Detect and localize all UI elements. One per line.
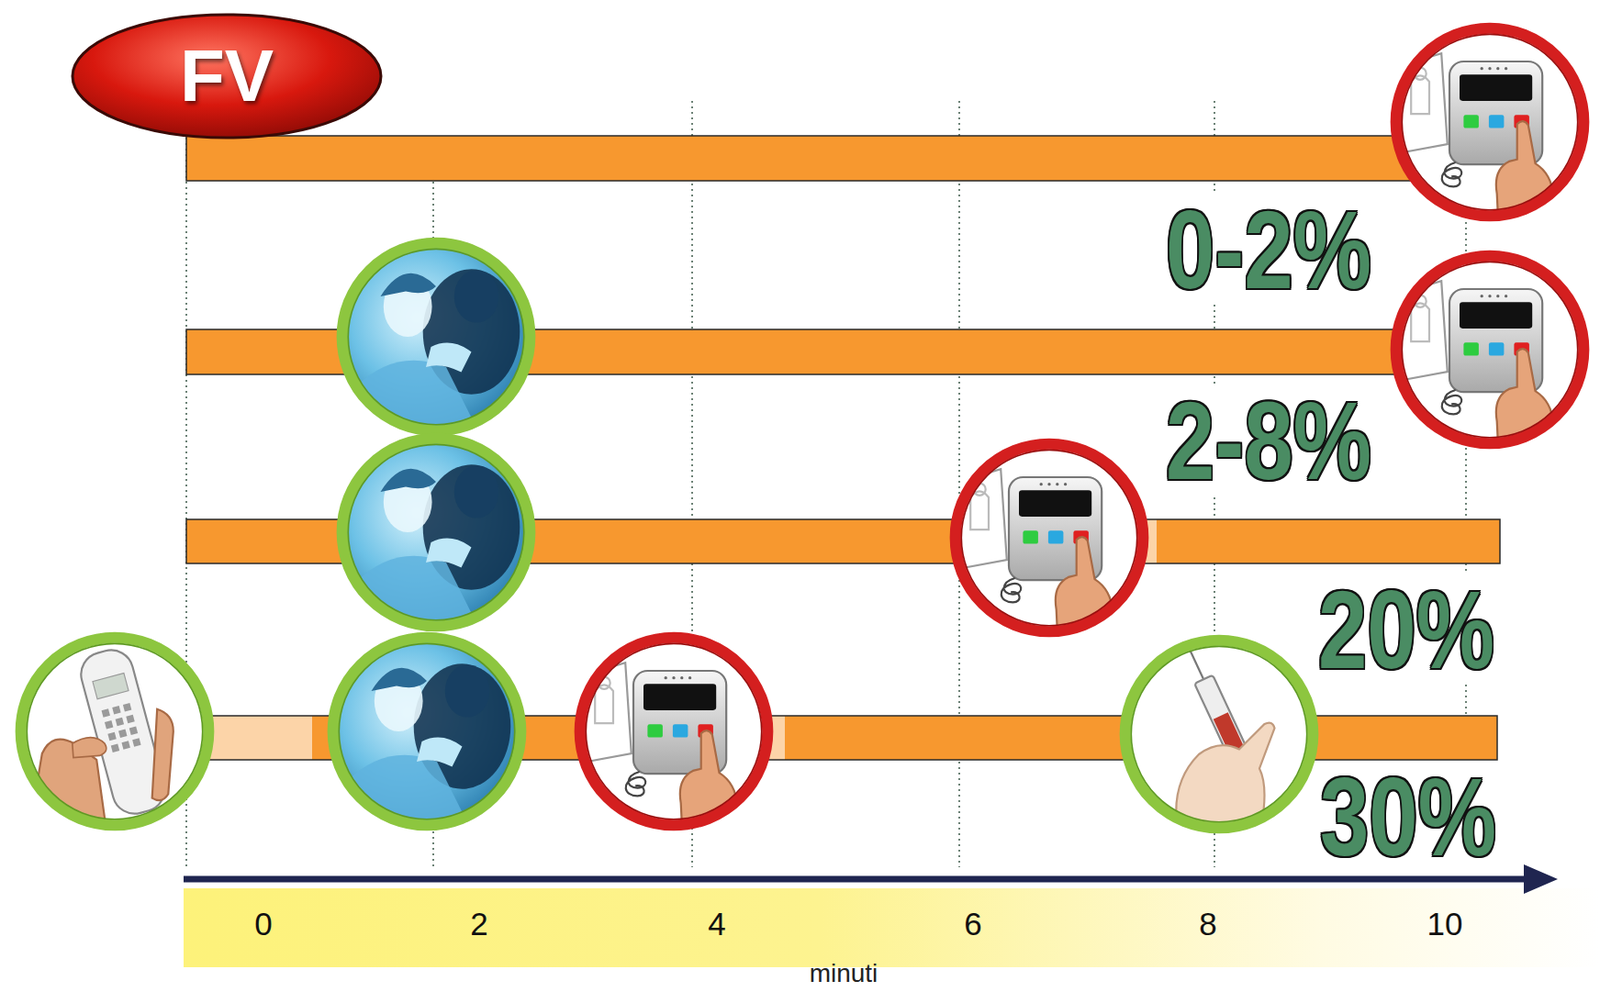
illustration-part xyxy=(186,135,1472,181)
axis-tick: 6 xyxy=(963,907,982,940)
aed-icon xyxy=(1394,254,1587,465)
axis-title: minuti xyxy=(809,961,879,987)
cpr-icon xyxy=(331,636,524,828)
illustration-part xyxy=(183,876,1529,884)
ellipse-fill xyxy=(72,14,381,138)
survival-percent: 20% xyxy=(1315,574,1499,685)
cpr-icon xyxy=(340,241,533,434)
time-band xyxy=(183,888,1600,968)
label-ellipse: FV xyxy=(69,11,384,141)
syringe-icon xyxy=(1123,638,1316,837)
phone-icon xyxy=(19,636,212,834)
aed-icon xyxy=(953,442,1146,653)
aed-icon xyxy=(1394,26,1587,237)
illustration-part xyxy=(1310,716,1498,761)
axis-tick: 2 xyxy=(469,907,488,940)
survival-percent: 0-2% xyxy=(1163,194,1376,305)
aed-icon xyxy=(578,636,771,847)
axis-tick: 8 xyxy=(1198,907,1217,940)
cpr-icon xyxy=(340,436,533,629)
illustration-part xyxy=(186,135,1472,181)
axis-tick: 0 xyxy=(254,907,272,940)
illustration-part xyxy=(1310,716,1498,761)
survival-percent: 30% xyxy=(1317,761,1500,873)
survival-percent: 2-8% xyxy=(1163,385,1376,496)
node-title: FV xyxy=(179,39,274,113)
illustration-part xyxy=(1523,864,1558,895)
axis-tick: 4 xyxy=(707,907,726,940)
icons xyxy=(19,26,1587,847)
axis-tick: 10 xyxy=(1427,907,1464,940)
